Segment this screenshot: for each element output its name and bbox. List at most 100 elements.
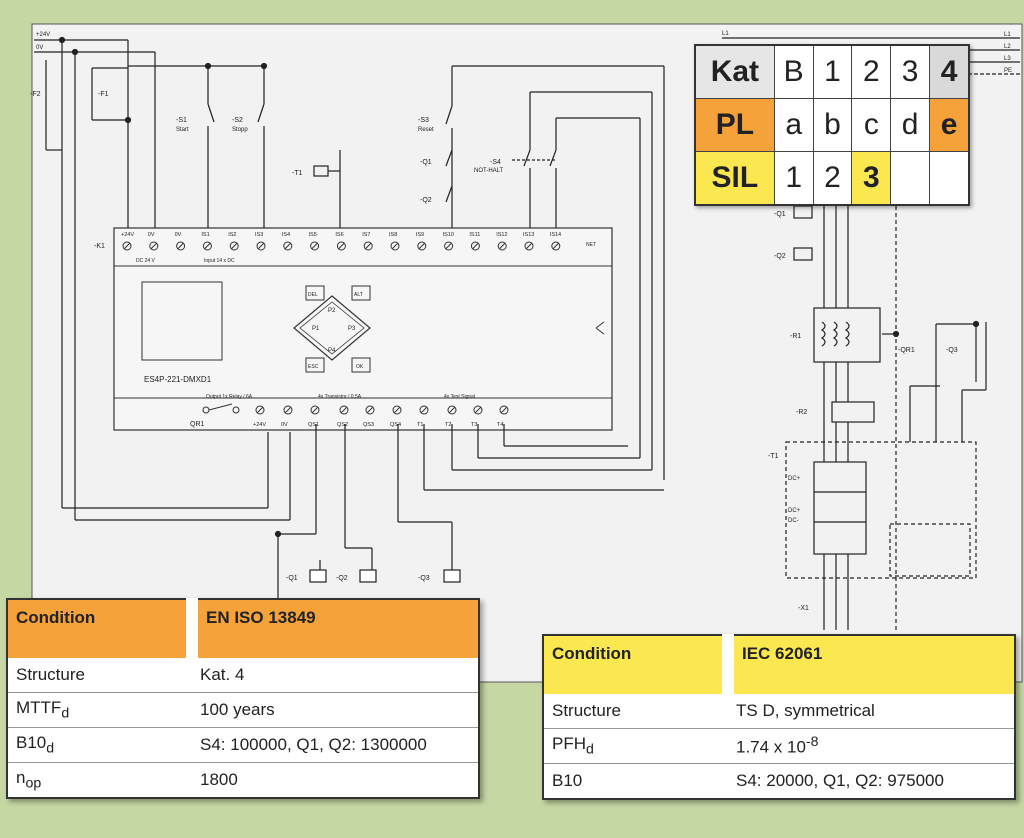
terminal-screw — [447, 405, 457, 415]
terminal-screw — [336, 241, 346, 251]
terminal-slot — [177, 242, 184, 250]
pl-row: PL a b c d e — [694, 98, 970, 152]
row-value: TS D, symmetrical — [728, 694, 1015, 729]
pl-cell: a — [773, 98, 814, 152]
iec-header-condition: Condition — [543, 635, 734, 694]
label-k1: -K1 — [94, 243, 105, 250]
terminal-label: IS1 — [201, 232, 209, 238]
terminal-label: IS3 — [255, 232, 263, 238]
key-ok: OK — [356, 364, 364, 370]
label-q1-coil: -Q1 — [286, 575, 298, 582]
row-value-text: 1.74 x 10 — [736, 737, 806, 757]
pl-cell: c — [851, 98, 892, 152]
sil-cell: 2 — [812, 151, 853, 206]
terminal-slot — [257, 242, 265, 250]
terminal-slot — [123, 242, 131, 250]
label-qr1: -QR1 — [898, 347, 915, 354]
terminal-slot — [393, 406, 401, 414]
row-label: Structure — [543, 694, 728, 729]
row-label-subscript: d — [586, 741, 594, 758]
group-transistor-label: 4x Transistor / 0,5A — [318, 394, 362, 400]
controller-model: ES4P-221-DMXD1 — [144, 375, 212, 384]
terminal-screw — [499, 405, 509, 415]
sil-cell: 1 — [773, 151, 814, 206]
terminal-slot — [204, 242, 211, 250]
terminal-screw — [473, 405, 483, 415]
group-relay-label: Output 1x Relay / 6A — [206, 394, 253, 400]
key-p3: P3 — [348, 326, 356, 332]
terminal-slot — [525, 242, 533, 250]
terminal-label: IS8 — [389, 232, 397, 238]
terminal-screw — [444, 241, 454, 251]
row-label-text: B10 — [552, 771, 583, 790]
terminal-screw — [283, 405, 293, 415]
iso-header-row: Condition EN ISO 13849 — [7, 599, 479, 658]
terminal-slot — [418, 242, 426, 250]
net-label: NET — [586, 242, 596, 248]
terminal-slot — [230, 242, 238, 250]
input-wiring — [128, 62, 341, 230]
row-label-text: n — [16, 768, 26, 788]
kat-cell: 3 — [890, 44, 931, 99]
label-s3: -S3 — [418, 117, 429, 124]
kat-cell: B — [773, 44, 814, 99]
terminal-slot — [420, 406, 428, 414]
key-alt: ALT — [354, 292, 363, 298]
relay-contact — [232, 406, 240, 414]
terminal-slot — [498, 242, 506, 250]
label-s2: -S2 — [232, 117, 243, 124]
label-s1-start: Start — [176, 127, 189, 133]
row-label-text: PFH — [552, 734, 586, 754]
table-row: B10 S4: 20000, Q1, Q2: 975000 — [543, 764, 1015, 800]
input-label: Input 14 x DC — [204, 258, 235, 264]
terminal-label: QS3 — [363, 422, 374, 428]
terminal-label: T1 — [417, 422, 423, 428]
group-test-label: 4x Test Signal — [444, 394, 475, 400]
sil-cell — [929, 151, 970, 206]
sil-label: SIL — [694, 151, 775, 206]
terminal-screw — [417, 241, 427, 251]
row-label-subscript: d — [61, 705, 70, 722]
label-f1: -F1 — [98, 91, 109, 98]
terminal-label: T3 — [471, 422, 477, 428]
table-row: Structure Kat. 4 — [7, 658, 479, 693]
terminal-slot — [472, 242, 479, 250]
row-value: 100 years — [192, 692, 479, 728]
terminal-label: IS9 — [416, 232, 424, 238]
terminal-slot — [552, 242, 560, 250]
kat-cell: 2 — [851, 44, 892, 99]
terminal-label: IS4 — [282, 232, 290, 238]
terminal-screw — [497, 241, 507, 251]
terminal-label: IS10 — [443, 232, 454, 238]
iec-header-standard: IEC 62061 — [728, 635, 1015, 694]
row-label-subscript: op — [25, 775, 42, 792]
terminal-screw — [310, 241, 320, 251]
terminal-label: IS2 — [228, 232, 236, 238]
terminal-slot — [391, 242, 399, 250]
pl-cell: b — [812, 98, 853, 152]
key-p1: P1 — [312, 326, 320, 332]
terminal-label: T2 — [445, 422, 451, 428]
label-r2: -R2 — [796, 409, 807, 416]
terminal-slot — [311, 406, 319, 414]
iso-header-standard: EN ISO 13849 — [192, 599, 479, 658]
terminal-slot — [284, 242, 292, 250]
row-label: B10d — [7, 727, 192, 763]
kat-cell-selected: 4 — [929, 44, 970, 99]
row-label-text: Structure — [16, 665, 85, 684]
terminal-screw — [470, 241, 480, 251]
feedback-wiring — [445, 65, 665, 480]
rail-label-0v: 0V — [36, 45, 43, 51]
terminal-slot — [364, 242, 372, 250]
row-value: S4: 20000, Q1, Q2: 975000 — [736, 771, 944, 790]
key-esc: ESC — [308, 364, 319, 370]
terminal-slot — [474, 406, 482, 414]
terminal-screw — [392, 405, 402, 415]
sil-cell-selected: 3 — [851, 151, 892, 206]
sil-row: SIL 1 2 3 — [694, 151, 970, 206]
terminal-screw — [363, 241, 373, 251]
row-value: 1800 — [200, 770, 238, 789]
terminal-screw — [176, 241, 186, 251]
table-row: Structure TS D, symmetrical — [543, 694, 1015, 729]
